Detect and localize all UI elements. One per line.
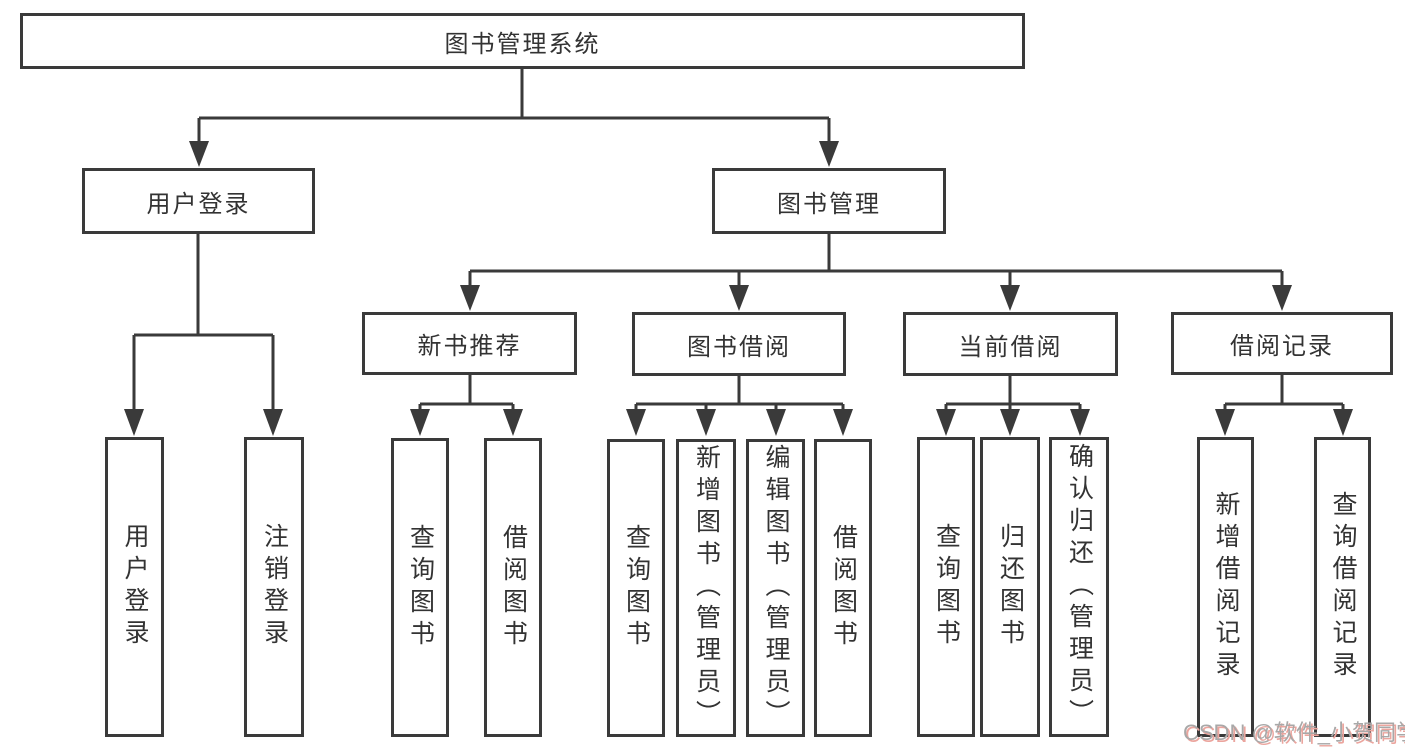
node-label: 查询图书 (406, 523, 435, 652)
arrowhead-icon (503, 409, 523, 436)
node-label: 图书借阅 (687, 333, 791, 361)
connector-current-to-leaves (944, 375, 1082, 412)
node-book-management: 图书管理 (712, 168, 946, 234)
arrowhead-icon (1333, 409, 1353, 436)
node-label: 图书管理系统 (444, 30, 601, 58)
arrowhead-icon (410, 409, 430, 436)
arrowhead-icon (189, 141, 209, 167)
node-label: 借阅图书 (499, 523, 528, 652)
leaf-borrow-books: 借阅图书 (484, 438, 542, 737)
connector-borrow-to-leaves (634, 375, 845, 412)
node-library-management-system: 图书管理系统 (20, 13, 1025, 69)
arrowhead-icon (1272, 285, 1292, 311)
arrowhead-icon (696, 409, 716, 436)
node-new-book-recommendation: 新书推荐 (362, 312, 577, 375)
node-borrowing-records: 借阅记录 (1171, 312, 1393, 375)
arrowheads (124, 141, 1353, 436)
arrowhead-icon (626, 409, 646, 436)
connector-newbook-to-leaves (418, 375, 515, 412)
node-user-login: 用户登录 (82, 168, 315, 234)
arrowhead-icon (460, 285, 480, 311)
leaf-add-borrow-record: 新增借阅记录 (1197, 437, 1254, 737)
node-label: 新书推荐 (417, 333, 522, 360)
arrowhead-icon (833, 409, 853, 436)
leaf-query-borrow-record: 查询借阅记录 (1314, 437, 1371, 737)
node-current-borrowing: 当前借阅 (903, 312, 1118, 376)
arrowhead-icon (766, 409, 786, 436)
arrowhead-icon (263, 409, 283, 436)
leaf-add-books-admin: 新增图书（管理员） (676, 439, 736, 737)
node-label: 查询图书 (932, 523, 961, 651)
arrowhead-icon (936, 409, 956, 436)
leaf-user-login: 用户登录 (105, 437, 164, 737)
leaf-return-books: 归还图书 (980, 437, 1040, 737)
node-label: 用户登录 (146, 190, 251, 218)
arrowhead-icon (729, 285, 749, 311)
connector-root-to-level2 (197, 69, 831, 143)
arrowhead-icon (819, 141, 839, 167)
node-label: 查询图书 (622, 524, 651, 652)
arrowhead-icon (1000, 285, 1020, 311)
node-label: 编辑图书（管理员） (762, 444, 790, 732)
node-label: 注销登录 (260, 523, 289, 651)
node-label: 用户登录 (121, 523, 149, 651)
leaf-borrow-books: 借阅图书 (814, 439, 872, 737)
node-book-borrowing: 图书借阅 (632, 312, 846, 376)
node-label: 新增借阅记录 (1212, 491, 1240, 683)
connector-records-to-leaves (1223, 375, 1345, 412)
node-label: 图书管理 (777, 190, 881, 218)
leaf-edit-books-admin: 编辑图书（管理员） (746, 439, 805, 737)
node-label: 借阅图书 (829, 524, 858, 652)
arrowhead-icon (1000, 409, 1020, 436)
leaf-query-books: 查询图书 (917, 437, 975, 737)
arrowhead-icon (1070, 409, 1090, 436)
connector-userlogin-to-children (132, 234, 275, 412)
node-label: 查询借阅记录 (1329, 491, 1357, 683)
watermark: CSDN @软件_小贺同学 (1183, 720, 1405, 745)
node-label: 新增图书（管理员） (692, 444, 721, 732)
arrowhead-icon (124, 409, 144, 436)
leaf-query-books: 查询图书 (391, 438, 449, 737)
node-label: 当前借阅 (958, 333, 1063, 361)
leaf-query-books: 查询图书 (607, 439, 665, 737)
leaf-confirm-return-admin: 确认归还（管理员） (1049, 437, 1109, 737)
node-label: 归还图书 (996, 523, 1025, 651)
node-label: 借阅记录 (1230, 333, 1334, 360)
node-label: 确认归还（管理员） (1065, 443, 1094, 731)
arrowhead-icon (1215, 409, 1235, 436)
leaf-logout: 注销登录 (244, 437, 304, 737)
connector-bookmgmt-to-level3 (468, 234, 1284, 287)
